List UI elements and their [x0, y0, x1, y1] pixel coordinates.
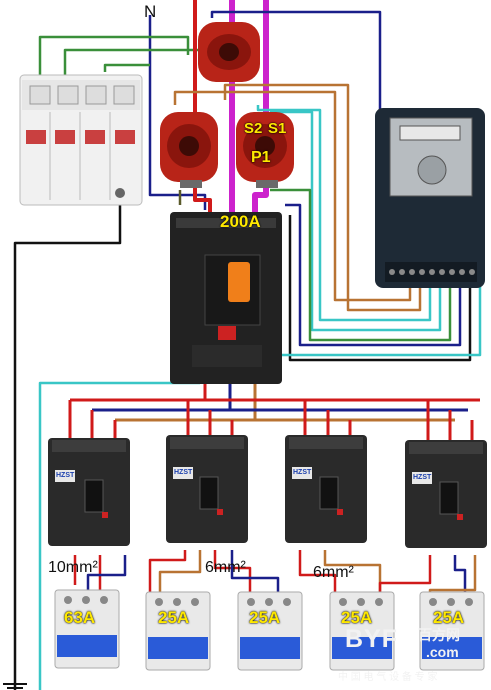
drop-b1: [68, 400, 117, 440]
spd-green-wire-2: [63, 48, 215, 78]
mcb-4-rating: 25A: [341, 608, 373, 627]
current-transformer-top: [198, 22, 260, 82]
branch-breaker-4: [405, 440, 487, 548]
ct-p1-label: P1: [251, 149, 271, 166]
out-b2-mcb2-orange: [158, 550, 202, 600]
mcb-3-rating: 25A: [249, 608, 281, 627]
neutral-wire: [148, 15, 207, 210]
current-transformer-left: [160, 112, 218, 188]
energy-meter: [375, 108, 485, 288]
cable-size-middle: 6mm²: [205, 559, 246, 576]
busbar-phase-c: [252, 0, 269, 212]
mcb-1-rating: 63A: [64, 608, 96, 627]
ct-lead-cyan-1: [256, 105, 432, 322]
watermark-site: BYF: [345, 625, 398, 653]
left-cyan-wire: [38, 381, 200, 690]
breaker-4-brand: HZST: [413, 474, 432, 481]
branch-breaker-3: [285, 435, 367, 543]
branch-breaker-2: [166, 435, 248, 543]
branch-breaker-1: [48, 438, 130, 546]
ct-lead-green: [270, 188, 452, 342]
out-b4-mcb5-navy: [453, 555, 467, 600]
spd-green-wire-3: [103, 63, 150, 72]
watermark-tagline: 中 国 电 气 设 备 专 家: [338, 672, 438, 683]
meter-feed-navy: [210, 10, 382, 200]
cable-size-right: 6mm²: [313, 564, 354, 581]
main-breaker-rating: 200A: [220, 212, 261, 231]
mcb-2: [145, 591, 211, 671]
ct-lead-navy: [285, 203, 462, 347]
ct-lead-orange-1: [173, 90, 412, 302]
out-b2-mcb3-navy: [230, 550, 280, 600]
spd-green-wire-1: [38, 35, 190, 75]
breaker-3-brand: HZST: [293, 469, 312, 476]
ct-s1-label: S1: [268, 120, 287, 137]
ct-s2-label: S2: [244, 120, 263, 137]
breaker-1-brand: HZST: [56, 472, 75, 479]
busbar-phase-a: [193, 0, 212, 212]
ct-lead-orange-2: [223, 83, 422, 312]
mcb-3: [237, 591, 303, 671]
current-transformer-right: [236, 112, 294, 188]
cable-size-left: 10mm²: [48, 559, 98, 576]
watermark-domain: .com: [426, 644, 459, 660]
surge-protector: [19, 74, 143, 206]
out-b2-mcb2: [148, 550, 187, 600]
main-breaker: [170, 212, 282, 384]
ct-lead-cyan-2: [270, 110, 442, 332]
out-b3-mcb4-red: [298, 550, 337, 600]
mcb-5-rating: 25A: [433, 608, 465, 627]
mcb-2-rating: 25A: [158, 608, 190, 627]
mcb-1: [54, 589, 120, 669]
out-b1-mcb1: [73, 555, 102, 590]
ground-symbol-icon: [3, 683, 27, 689]
drop-b4: [426, 400, 474, 440]
meter-return-black: [288, 215, 472, 362]
watermark-site-suffix: 百方网: [418, 627, 460, 643]
breaker-2-brand: HZST: [174, 469, 193, 476]
out-b1-mcb1-navy: [86, 555, 127, 592]
mcb-4: [329, 591, 395, 671]
earth-wire: [13, 200, 122, 690]
mcb-5: [419, 591, 485, 671]
neutral-label: N: [144, 2, 157, 21]
